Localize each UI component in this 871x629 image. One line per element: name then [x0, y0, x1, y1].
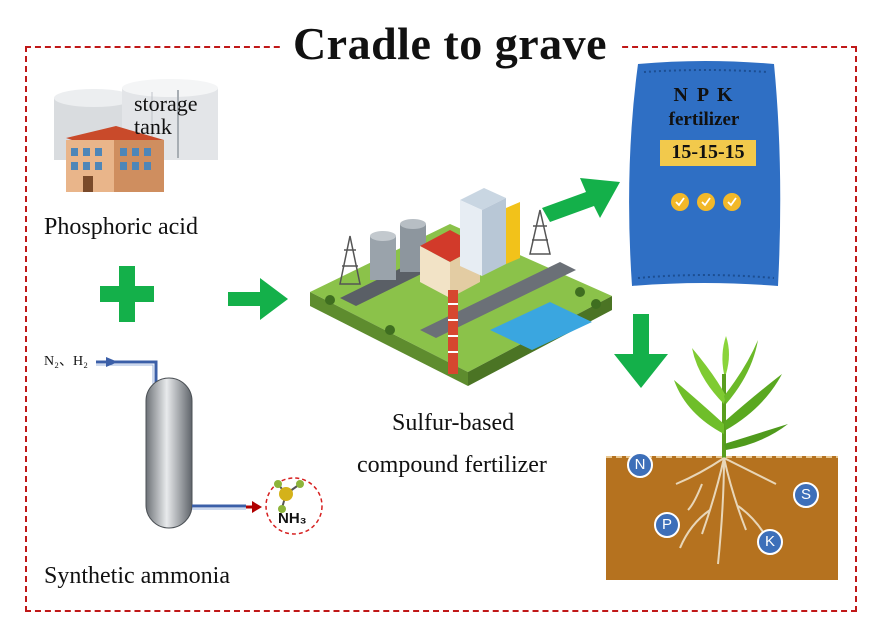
nutrient-n-label: N	[634, 456, 646, 473]
storage-tank-illustration	[52, 78, 222, 196]
phosphoric-acid-label: Phosphoric acid	[44, 214, 198, 240]
diagram-title: Cradle to grave	[280, 14, 620, 74]
sulfur-label-line2: compound fertilizer	[357, 452, 547, 478]
synthetic-ammonia-label: Synthetic ammonia	[44, 563, 230, 589]
arrow-to-bag-icon	[542, 168, 622, 226]
nutrient-k-label: K	[764, 533, 775, 550]
sulfur-label-line1: Sulfur-based	[392, 410, 515, 436]
nutrient-p-label: P	[661, 516, 672, 533]
nutrient-s-label: S	[800, 486, 811, 503]
bag-ratio-label: 15-15-15	[671, 141, 745, 163]
bag-title-line2: fertilizer	[668, 109, 740, 130]
storage-label-line2: tank	[134, 114, 172, 139]
reactor-input-label: N₂、H₂	[44, 354, 88, 369]
fertilizer-bag	[624, 58, 786, 292]
ammonia-formula-label: NH₃	[278, 510, 307, 527]
ammonia-reactor	[96, 352, 326, 548]
fertilizer-plant-illustration	[300, 180, 620, 400]
nutrient-p: P	[654, 512, 680, 538]
arrow-to-plant-icon	[228, 276, 288, 322]
storage-label-line1: storage	[134, 91, 198, 116]
plus-icon	[100, 266, 154, 322]
storage-tank-label: storage tank	[134, 92, 198, 138]
nutrient-s: S	[793, 482, 819, 508]
bag-title-line1: N P K	[673, 84, 735, 106]
nutrient-k: K	[757, 529, 783, 555]
nutrient-n: N	[627, 452, 653, 478]
arrow-down-icon	[614, 314, 668, 388]
